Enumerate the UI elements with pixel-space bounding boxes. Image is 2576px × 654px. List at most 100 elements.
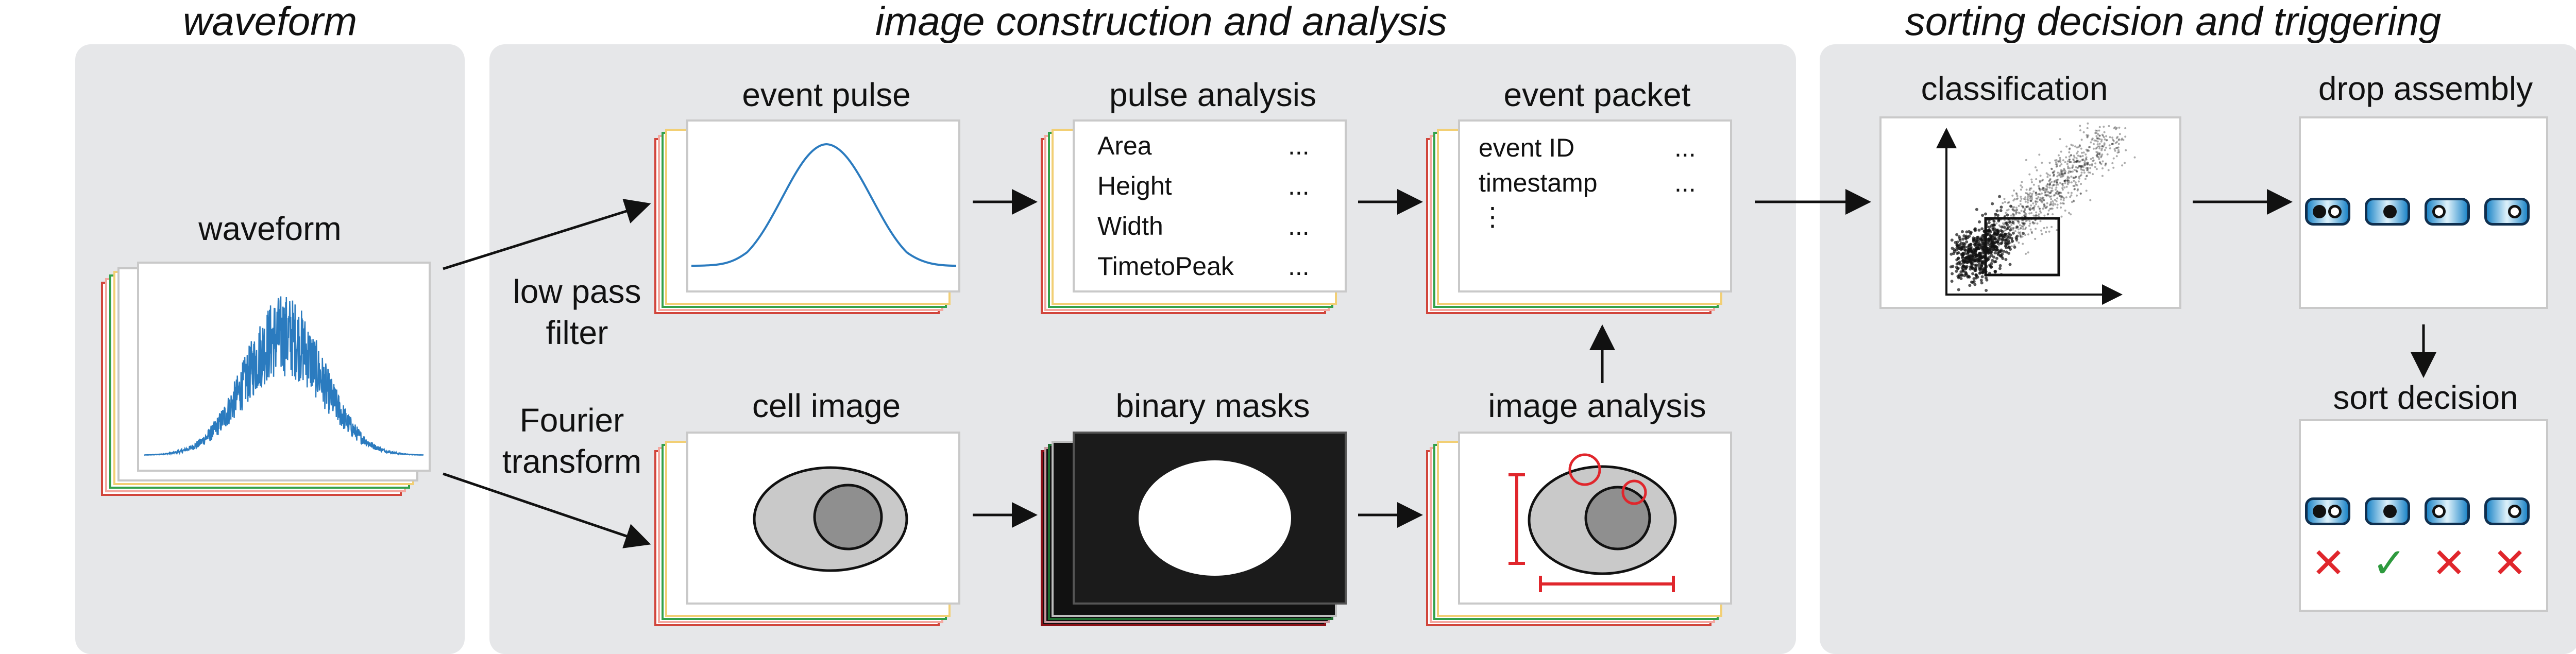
packet-row-timestamp-name: timestamp xyxy=(1479,168,1598,197)
scatter-point xyxy=(1978,271,1981,275)
scatter-point xyxy=(2040,211,2042,214)
scatter-point xyxy=(2096,137,2098,140)
scatter-point xyxy=(2047,174,2049,176)
scatter-point xyxy=(1966,261,1969,264)
scatter-point xyxy=(1998,264,2002,267)
scatter-point xyxy=(1980,240,1984,244)
scatter-point xyxy=(2049,179,2052,181)
scatter-point xyxy=(1989,266,1993,269)
scatter-point xyxy=(2043,214,2046,217)
scatter-point xyxy=(2034,215,2037,217)
scatter-point xyxy=(1965,257,1969,261)
scatter-point xyxy=(2025,206,2028,209)
scatter-point xyxy=(1993,232,1996,235)
scatter-point xyxy=(2035,178,2038,180)
scatter-point xyxy=(2001,240,2004,243)
scatter-point xyxy=(2023,211,2025,213)
scatter-point xyxy=(2063,186,2066,189)
scatter-point xyxy=(1991,245,1994,249)
scatter-point xyxy=(2007,239,2010,243)
scatter-point xyxy=(2074,183,2077,186)
scatter-point xyxy=(2020,196,2022,198)
scatter-point xyxy=(1977,228,1981,232)
scatter-point xyxy=(2053,181,2056,183)
scatter-point xyxy=(2007,201,2009,204)
scatter-point xyxy=(2070,194,2073,197)
scatter-point xyxy=(2055,165,2058,168)
scatter-point xyxy=(2032,183,2035,186)
scatter-point xyxy=(1972,280,1976,283)
scatter-point xyxy=(1993,237,1995,239)
scatter-point xyxy=(2027,205,2029,208)
scatter-point xyxy=(2091,164,2093,167)
scatter-point xyxy=(2098,134,2100,137)
scatter-point xyxy=(2092,157,2094,159)
scatter-point xyxy=(1951,265,1955,268)
scatter-point xyxy=(2083,160,2086,162)
scatter-point xyxy=(2083,171,2086,174)
scatter-point xyxy=(2008,263,2012,266)
scatter-point xyxy=(2094,166,2096,168)
scatter-point xyxy=(2061,175,2063,178)
scatter-point xyxy=(2116,147,2119,149)
scatter-point xyxy=(2048,162,2051,164)
pulse-row-area-value: ... xyxy=(1288,131,1310,160)
scatter-point xyxy=(1955,258,1959,262)
arrow-to-event-pulse xyxy=(443,199,651,270)
scatter-point xyxy=(2035,197,2038,200)
scatter-point xyxy=(2055,192,2057,194)
scatter-point xyxy=(2111,143,2113,145)
scatter-point xyxy=(2048,174,2051,177)
scatter-point xyxy=(2018,221,2020,224)
scatter-point xyxy=(2018,228,2020,231)
scatter-point xyxy=(2007,251,2011,255)
scatter-point xyxy=(2030,196,2033,198)
reject-mark-2: ✕ xyxy=(2432,539,2467,587)
scatter-point xyxy=(2023,198,2025,200)
scatter-point xyxy=(2013,190,2015,192)
scatter-point xyxy=(1999,209,2003,212)
scatter-point xyxy=(2011,245,2013,248)
scatter-point xyxy=(1974,227,1977,231)
scatter-point xyxy=(2058,160,2060,163)
scatter-point xyxy=(2062,182,2064,185)
scatter-point xyxy=(2103,144,2106,146)
scatter-point xyxy=(2016,197,2019,200)
scatter-point xyxy=(2082,151,2085,154)
scatter-point xyxy=(2000,225,2004,229)
scatter-point xyxy=(2049,192,2052,194)
scatter-point xyxy=(2064,182,2066,184)
scatter-point xyxy=(2004,242,2007,245)
scatter-point xyxy=(2100,149,2103,151)
scatter-point xyxy=(2039,180,2041,182)
scatter-point xyxy=(2022,205,2025,208)
scatter-point xyxy=(2022,243,2024,245)
scatter-point xyxy=(2054,203,2057,205)
scatter-point xyxy=(2083,164,2086,166)
packet-row-ellipsis: ⋮ xyxy=(1480,202,1505,231)
feature-circle xyxy=(1568,453,1601,486)
scatter-point xyxy=(2076,170,2078,173)
scatter-point xyxy=(1976,276,1979,279)
scatter-point xyxy=(2088,146,2090,148)
scatter-point xyxy=(2100,156,2103,159)
scatter-point xyxy=(2039,189,2041,192)
scatter-point xyxy=(2052,202,2055,204)
scatter-point xyxy=(2023,214,2025,217)
scatter-point xyxy=(2096,137,2099,140)
scatter-point xyxy=(2024,228,2026,230)
scatter-point xyxy=(2012,227,2014,230)
scatter-point xyxy=(2066,176,2069,178)
scatter-point xyxy=(2055,192,2058,195)
scatter-point xyxy=(2090,141,2092,144)
scatter-point xyxy=(2056,182,2058,184)
scatter-point xyxy=(2081,169,2084,171)
scatter-point xyxy=(2048,184,2051,186)
scatter-point xyxy=(2098,143,2101,145)
scatter-point xyxy=(2062,173,2064,176)
scatter-point xyxy=(2035,203,2037,205)
scatter-point xyxy=(2035,192,2037,195)
classification-plot xyxy=(1936,122,2136,305)
scatter-point xyxy=(2043,205,2045,208)
scatter-point xyxy=(2025,220,2027,222)
